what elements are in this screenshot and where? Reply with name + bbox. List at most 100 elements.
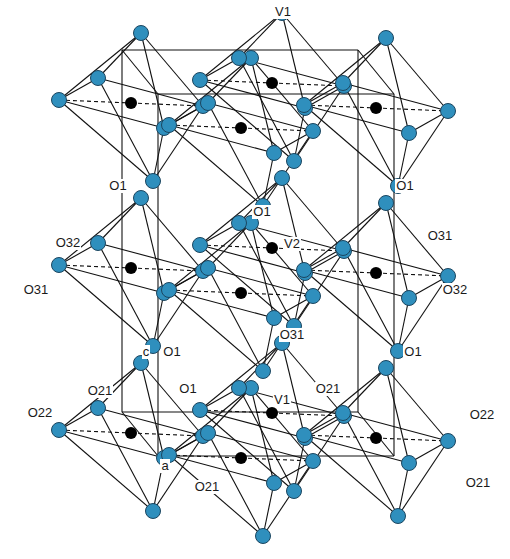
vanadyl-bond	[200, 410, 272, 413]
atom-label: O21	[194, 480, 221, 494]
vanadyl-bond	[272, 83, 344, 86]
octahedron-edge	[343, 83, 398, 186]
oxygen-atom	[336, 406, 351, 421]
atom-label: O21	[465, 476, 492, 490]
octahedron-edge	[98, 33, 141, 78]
vanadium-atom	[370, 432, 382, 444]
octahedron-edge	[282, 178, 305, 273]
octahedron-edge	[398, 441, 448, 516]
octahedron-edge	[239, 13, 282, 58]
oxygen-atom	[162, 283, 177, 298]
oxygen-atom	[402, 126, 417, 141]
octahedron-edge	[304, 203, 386, 270]
octahedron-edge	[59, 33, 141, 100]
vanadium-atom	[266, 77, 278, 89]
octahedron-edge	[294, 438, 305, 491]
oxygen-atom	[287, 484, 302, 499]
vanadyl-bond	[376, 273, 448, 276]
oxygen-atom	[379, 361, 394, 376]
octahedron-edge	[239, 388, 294, 491]
vanadyl-bond	[376, 438, 448, 441]
oxygen-atom	[52, 93, 67, 108]
oxygen-atom	[402, 291, 417, 306]
vanadyl-bond	[200, 245, 272, 248]
octahedron-edge	[282, 343, 305, 438]
octahedron-edge	[343, 368, 386, 413]
octahedron-edge	[398, 111, 448, 186]
octahedron-edge	[294, 273, 305, 326]
octahedron-edge	[263, 296, 313, 371]
octahedron-edge	[169, 388, 251, 455]
octahedron-edge	[251, 223, 274, 318]
vanadyl-bond	[272, 413, 344, 416]
octahedron-edge	[239, 343, 282, 388]
vanadium-atom	[125, 427, 137, 439]
oxygen-atom	[91, 236, 106, 251]
vanadyl-bond	[59, 100, 131, 103]
unit-cell-edge	[357, 50, 358, 412]
oxygen-atom	[256, 364, 271, 379]
oxygen-atom	[232, 216, 247, 231]
vanadyl-bond	[169, 125, 241, 128]
atom-label: O31	[427, 229, 454, 243]
oxygen-atom	[267, 146, 282, 161]
oxygen-atom	[201, 96, 216, 111]
atom-label: O1	[178, 382, 197, 396]
oxygen-atom	[232, 381, 247, 396]
atom-label: O1	[395, 179, 414, 193]
octahedron-edge	[251, 58, 274, 153]
octahedron-edge	[282, 13, 305, 108]
octahedron-edge	[98, 243, 153, 346]
vanadyl-bond	[59, 430, 131, 433]
octahedron-edge	[294, 416, 344, 491]
oxygen-atom	[193, 403, 208, 418]
atom-label: O21	[87, 384, 114, 398]
unit-cell-edge	[157, 94, 158, 456]
oxygen-atom	[287, 154, 302, 169]
atom-label: O31	[23, 283, 50, 297]
octahedron-edge	[98, 198, 141, 243]
atom-label: O1	[403, 345, 422, 359]
vanadyl-bond	[304, 435, 376, 438]
oxygen-atom	[391, 509, 406, 524]
atom-label: O32	[442, 283, 469, 297]
octahedron-edge	[343, 413, 398, 516]
oxygen-atom	[193, 73, 208, 88]
atom-label: V1	[274, 5, 292, 19]
octahedron-edge	[98, 408, 153, 511]
vanadyl-bond	[304, 105, 376, 108]
atom-label: O22	[469, 408, 496, 422]
oxygen-atom	[402, 456, 417, 471]
octahedron-edge	[200, 13, 282, 80]
octahedron-edge	[294, 86, 344, 161]
oxygen-atom	[201, 426, 216, 441]
vanadium-atom	[125, 262, 137, 274]
oxygen-atom	[134, 26, 149, 41]
octahedron-edge	[169, 223, 251, 290]
oxygen-atom	[297, 98, 312, 113]
vanadium-atom	[235, 287, 247, 299]
octahedron-edge	[304, 368, 386, 435]
oxygen-atom	[336, 241, 351, 256]
vanadium-atom	[266, 242, 278, 254]
atom-label: O1	[162, 345, 181, 359]
oxygen-atom	[134, 191, 149, 206]
vanadyl-bond	[376, 108, 448, 111]
oxygen-atom	[91, 401, 106, 416]
oxygen-atom	[379, 196, 394, 211]
oxygen-atom	[146, 174, 161, 189]
octahedron-edge	[294, 108, 305, 161]
octahedron-edge	[59, 363, 141, 430]
octahedron-edge	[141, 198, 164, 293]
octahedron-edge	[294, 251, 344, 326]
oxygen-atom	[52, 258, 67, 273]
vanadium-atom	[235, 452, 247, 464]
oxygen-atom	[306, 124, 321, 139]
octahedron-edge	[98, 78, 203, 106]
vanadyl-bond	[169, 455, 241, 458]
oxygen-atom	[297, 428, 312, 443]
octahedron-edge	[263, 483, 274, 536]
octahedron-edge	[386, 203, 409, 298]
oxygen-atom	[297, 263, 312, 278]
